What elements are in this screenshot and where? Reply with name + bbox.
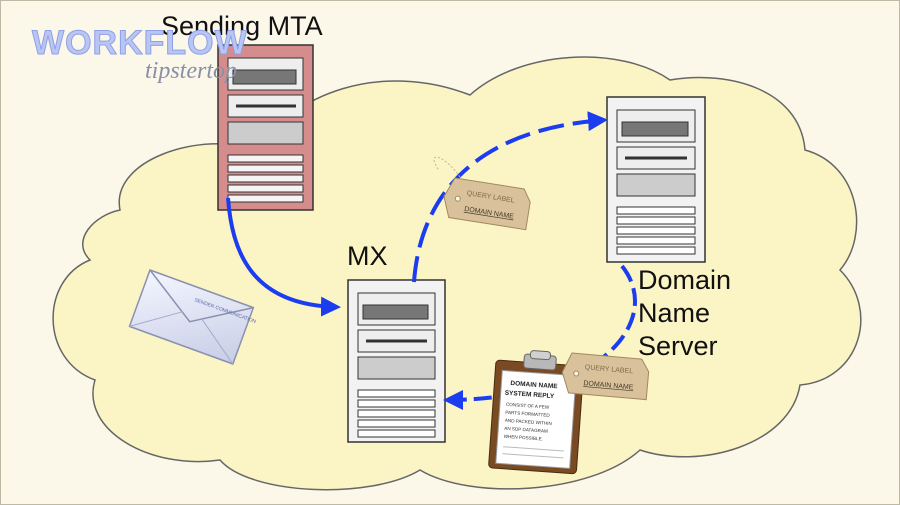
arrow-mx-to-dns-query: [412, 111, 608, 283]
query-tag-icon: QUERY LABEL DOMAIN NAME: [433, 156, 531, 231]
query-tag-icon: QUERY LABEL DOMAIN NAME: [561, 352, 650, 401]
dns-label-line2: Name: [638, 298, 711, 328]
clipboard-body-line: WHEN POSSIBLE.: [504, 434, 544, 442]
tag2-line2: DOMAIN NAME: [583, 380, 634, 391]
sending-mta-server-icon: [217, 44, 314, 211]
mx-server-icon: [347, 279, 446, 443]
clipboard-icon: DOMAIN NAME SYSTEM REPLY CONSIST OF A FE…: [488, 350, 585, 475]
clipboard-body-line: PARTS FORMATTED: [505, 410, 550, 418]
clipboard-body-line: AND PACKED WITHIN: [505, 418, 552, 426]
arrow-mta-to-mx: [226, 197, 341, 317]
envelope-icon: SENDER COMMUNICATION: [128, 269, 257, 365]
tag2-line1: QUERY LABEL: [584, 364, 633, 375]
watermark-subtitle: tipstertop: [145, 58, 238, 84]
clipboard-body-line: AN SDP DATAGRAM: [504, 426, 548, 434]
watermark-logo: WORKFLOW: [32, 24, 248, 63]
sending-mta-label: Sending MTA: [161, 11, 323, 41]
clipboard-body-line: CONSIST OF A FEW: [506, 402, 550, 410]
network-cloud: [52, 56, 862, 491]
dns-label-line3: Server: [638, 331, 718, 361]
clipboard-title2: SYSTEM REPLY: [504, 390, 555, 400]
dns-server-icon: [606, 96, 706, 263]
clipboard-title1: DOMAIN NAME: [510, 380, 558, 390]
dns-label-line1: Domain: [638, 265, 732, 295]
mx-label: MX: [347, 241, 388, 271]
